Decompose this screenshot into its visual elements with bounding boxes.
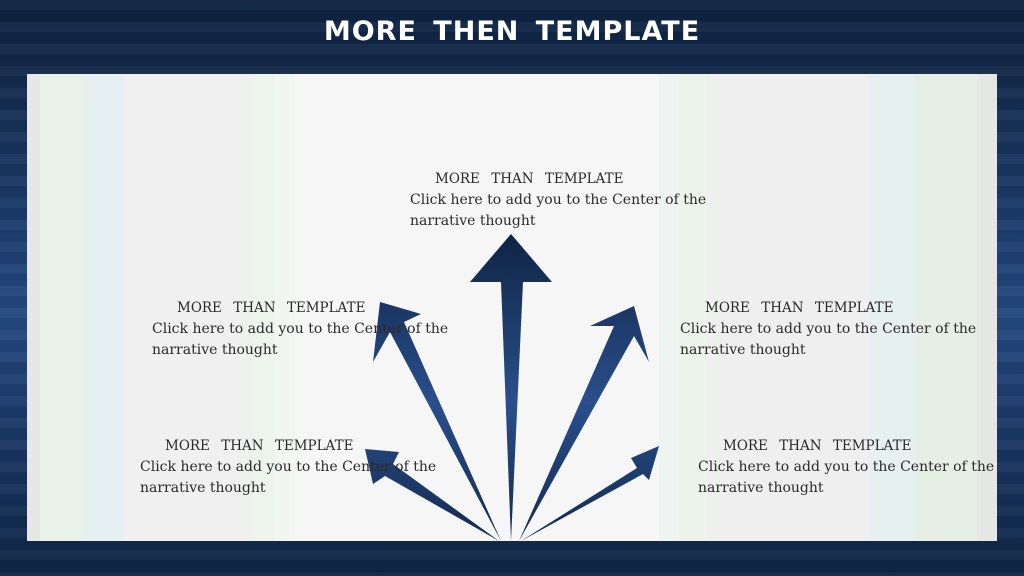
block-heading: MORE THAN TEMPLATE [165,438,354,454]
slide-title: MORE THEN TEMPLATE [323,16,701,47]
text-block-top: MORE THAN TEMPLATE Click here to add you… [410,169,706,232]
block-line: narrative thought [140,480,266,496]
block-heading: MORE THAN TEMPLATE [723,438,912,454]
block-heading: MORE THAN TEMPLATE [705,300,894,316]
arrow-lower-left [365,449,499,541]
block-line: narrative thought [698,480,824,496]
block-line: Click here to add you to the Center of t… [410,192,707,208]
arrow-upper-left [373,302,501,541]
block-line: Click here to add you to the Center of t… [698,459,995,475]
arrow-lower-right [521,446,659,541]
text-block-left-upper: MORE THAN TEMPLATE Click here to add you… [152,298,448,361]
arrow-fan [365,234,659,541]
block-line: Click here to add you to the Center of t… [680,321,977,337]
block-line: Click here to add you to the Center of t… [140,459,437,475]
content-panel: MORE THAN TEMPLATE Click here to add you… [27,74,997,541]
block-line: narrative thought [410,213,536,229]
block-heading: MORE THAN TEMPLATE [435,171,624,187]
text-block-right-upper: MORE THAN TEMPLATE Click here to add you… [680,298,976,361]
text-block-right-lower: MORE THAN TEMPLATE Click here to add you… [698,436,994,499]
arrow-upper-right [519,306,649,541]
block-heading: MORE THAN TEMPLATE [177,300,366,316]
block-line: Click here to add you to the Center of t… [152,321,449,337]
block-line: narrative thought [680,342,806,358]
arrow-up-center [470,234,552,541]
block-line: narrative thought [152,342,278,358]
text-block-left-lower: MORE THAN TEMPLATE Click here to add you… [140,436,436,499]
